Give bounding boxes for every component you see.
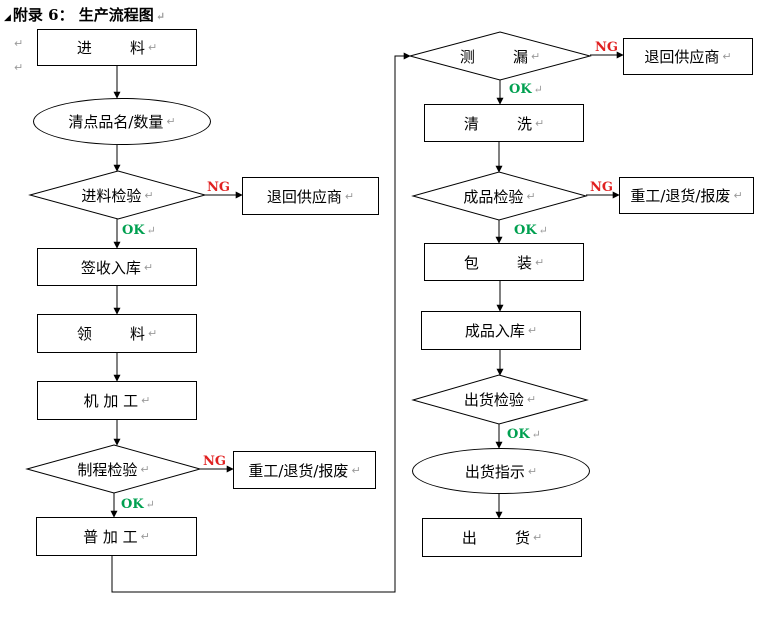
return-mark-icon: ↵: [526, 189, 536, 203]
step-rework-2: 重工/退货/报废↵: [619, 177, 754, 214]
step-general-process: 普 加 工↵: [36, 517, 197, 556]
return-mark-icon: ↵: [155, 10, 166, 23]
step-count-items: 清点品名/数量↵: [33, 98, 211, 145]
return-mark-icon: ↵: [14, 61, 24, 74]
return-mark-icon: ↵: [538, 224, 548, 237]
step-count-items-label: 清点品名/数量: [68, 113, 164, 131]
step-rework-1-label: 重工/退货/报废: [248, 461, 349, 480]
return-mark-icon: ↵: [147, 327, 158, 340]
step-shipping: 出 货↵: [422, 518, 582, 557]
step-packing: 包 装↵: [424, 243, 584, 281]
return-mark-icon: ↵: [534, 255, 545, 269]
return-mark-icon: ↵: [146, 224, 156, 237]
step-incoming: 进 料↵: [37, 29, 197, 66]
step-rework-2-label: 重工/退货/报废: [630, 187, 731, 205]
connector-bridge: [111, 52, 411, 593]
ok-label-text: OK: [121, 497, 144, 512]
step-return-supplier-left-label: 退回供应商: [266, 187, 342, 206]
return-mark-icon: ↵: [532, 531, 543, 544]
return-mark-icon: ↵: [145, 498, 155, 511]
decision-incoming-inspection: 进料检验↵: [30, 171, 205, 219]
step-shipping-instruction-label: 出货指示: [464, 462, 525, 481]
title-text: 附录 6： 生产流程图: [12, 6, 154, 24]
return-mark-icon: ↵: [533, 83, 543, 96]
diamond-incoming-inspection: [28, 170, 207, 220]
page-title: ◢附录 6： 生产流程图↵: [4, 4, 165, 25]
return-mark-icon: ↵: [140, 530, 150, 543]
step-sign-receive: 签收入库↵: [37, 248, 197, 286]
return-mark-icon: ↵: [530, 49, 541, 63]
return-mark-icon: ↵: [733, 189, 743, 202]
decision-leak-test-label: 测 漏: [459, 47, 528, 66]
return-mark-icon: ↵: [531, 428, 541, 441]
return-mark-icon: ↵: [166, 115, 176, 128]
decision-incoming-inspection-label: 进料检验: [81, 186, 142, 205]
decision-shipping-inspection: 出货检验↵: [413, 375, 587, 424]
decision-finished-inspection: 成品检验↵: [413, 172, 586, 220]
step-machining: 机 加 工↵: [37, 381, 197, 420]
ok-label: OK↵: [514, 223, 548, 238]
return-mark-icon: ↵: [527, 324, 538, 337]
ok-label: OK↵: [507, 427, 541, 442]
ok-label-text: OK: [122, 223, 145, 238]
step-shipping-instruction: 出货指示↵: [412, 448, 590, 494]
ng-label: NG: [590, 180, 613, 195]
return-mark-icon: ↵: [526, 393, 537, 406]
return-mark-icon: ↵: [143, 260, 154, 274]
step-incoming-label: 进 料: [76, 39, 145, 57]
return-mark-icon: ↵: [14, 37, 24, 50]
return-mark-icon: ↵: [141, 394, 151, 407]
return-mark-icon: ↵: [144, 188, 154, 202]
step-return-supplier-right: 退回供应商↵: [623, 38, 753, 75]
step-general-process-label: 普 加 工: [83, 528, 138, 546]
ng-label: NG: [595, 40, 618, 55]
return-mark-icon: ↵: [534, 116, 545, 130]
ok-label: OK↵: [509, 82, 543, 97]
return-mark-icon: ↵: [344, 189, 355, 203]
step-draw-material: 领 料↵: [37, 314, 197, 353]
step-shipping-label: 出 货: [461, 529, 530, 547]
step-return-supplier-right-label: 退回供应商: [644, 48, 720, 66]
ok-label-text: OK: [507, 427, 530, 442]
step-cleaning: 清 洗↵: [424, 104, 584, 142]
decision-process-inspection: 制程检验↵: [27, 445, 200, 493]
decision-process-inspection-label: 制程检验: [77, 460, 138, 479]
ng-label: NG: [203, 454, 226, 469]
step-sign-receive-label: 签收入库: [80, 258, 141, 277]
step-return-supplier-left: 退回供应商↵: [242, 177, 379, 215]
step-rework-1: 重工/退货/报废↵: [233, 451, 376, 489]
step-cleaning-label: 清 洗: [463, 114, 532, 133]
ng-label: NG: [207, 180, 230, 195]
return-mark-icon: ↵: [527, 464, 538, 478]
decision-leak-test: 测 漏↵: [410, 32, 590, 80]
ok-label-text: OK: [509, 82, 532, 97]
step-finished-storage: 成品入库↵: [421, 311, 581, 350]
ok-label: OK↵: [122, 223, 156, 238]
ok-label-text: OK: [514, 223, 537, 238]
ok-label: OK↵: [121, 497, 155, 512]
decision-finished-inspection-label: 成品检验: [463, 187, 524, 206]
return-mark-icon: ↵: [722, 50, 732, 63]
bookmark-icon: ◢: [4, 13, 11, 23]
step-draw-material-label: 领 料: [76, 325, 145, 343]
return-mark-icon: ↵: [147, 41, 158, 54]
step-finished-storage-label: 成品入库: [464, 322, 525, 340]
decision-shipping-inspection-label: 出货检验: [463, 391, 524, 409]
return-mark-icon: ↵: [140, 462, 150, 476]
step-machining-label: 机 加 工: [83, 392, 139, 410]
return-mark-icon: ↵: [351, 463, 361, 477]
step-packing-label: 包 装: [463, 253, 532, 272]
